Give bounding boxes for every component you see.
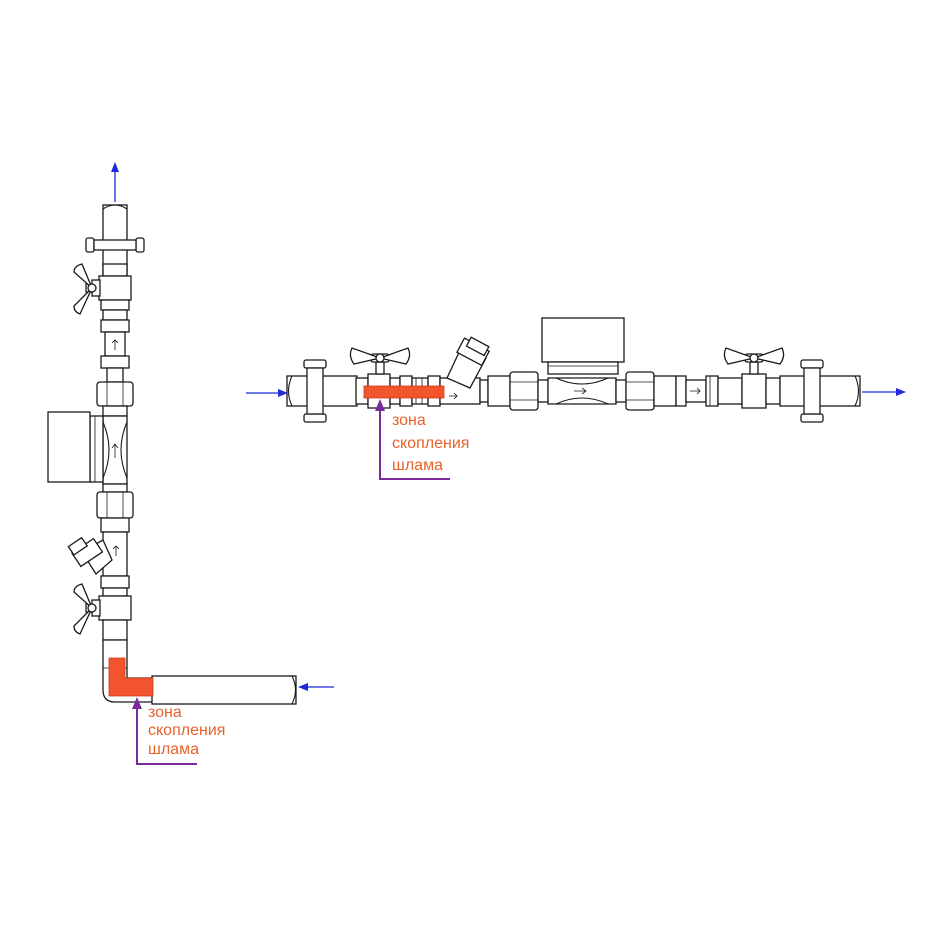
y-strainer-vertical	[67, 531, 128, 577]
coupling-2	[625, 371, 677, 411]
flow-arrow-inlet-vertical-icon	[298, 683, 334, 691]
label-line: зона	[148, 704, 182, 721]
flow-direction-icon	[111, 443, 119, 458]
vertical-coupling-2	[96, 483, 134, 533]
ball-valve-top	[73, 263, 132, 315]
water-meter-horizontal	[537, 317, 627, 405]
sludge-label-horizontal: зона скопления шлама	[392, 412, 474, 474]
vertical-union-1	[100, 299, 130, 333]
flow-arrow-inlet-icon	[246, 389, 288, 397]
sludge-zone-vertical	[108, 657, 154, 697]
check-valve-vertical	[100, 331, 130, 369]
label-line: шлама	[392, 457, 443, 474]
coupling-1	[479, 371, 539, 411]
label-line: скопления	[148, 722, 225, 739]
label-line: зона	[392, 412, 426, 429]
leader-line-vertical	[132, 697, 197, 765]
label-line: шлама	[148, 741, 199, 758]
flow-direction-icon	[111, 339, 119, 350]
y-strainer-horizontal	[439, 336, 491, 405]
sludge-label-vertical: зона скопления шлама	[148, 704, 230, 758]
flow-arrow-up-icon	[111, 162, 119, 202]
pipe-clamp-top	[85, 237, 145, 253]
ball-valve-bottom	[73, 583, 132, 641]
vertical-assembly: зона скопления шлама	[47, 162, 334, 765]
pipe-clamp-inlet	[303, 359, 327, 423]
sludge-zone-horizontal	[363, 385, 445, 399]
flow-arrow-outlet-icon	[862, 388, 906, 396]
vertical-coupling-1	[96, 381, 134, 417]
vertical-inlet-pipe	[151, 675, 297, 705]
flow-direction-icon	[574, 387, 587, 395]
label-line: скопления	[392, 435, 469, 452]
leader-line-horizontal	[375, 399, 450, 480]
check-valve-horizontal	[675, 375, 719, 407]
horizontal-assembly: зона скопления шлама	[246, 317, 906, 480]
vertical-union-2	[100, 575, 130, 597]
pipe-clamp-outlet	[800, 359, 824, 423]
water-meter-vertical	[47, 411, 128, 485]
ball-valve-outlet	[717, 347, 785, 409]
